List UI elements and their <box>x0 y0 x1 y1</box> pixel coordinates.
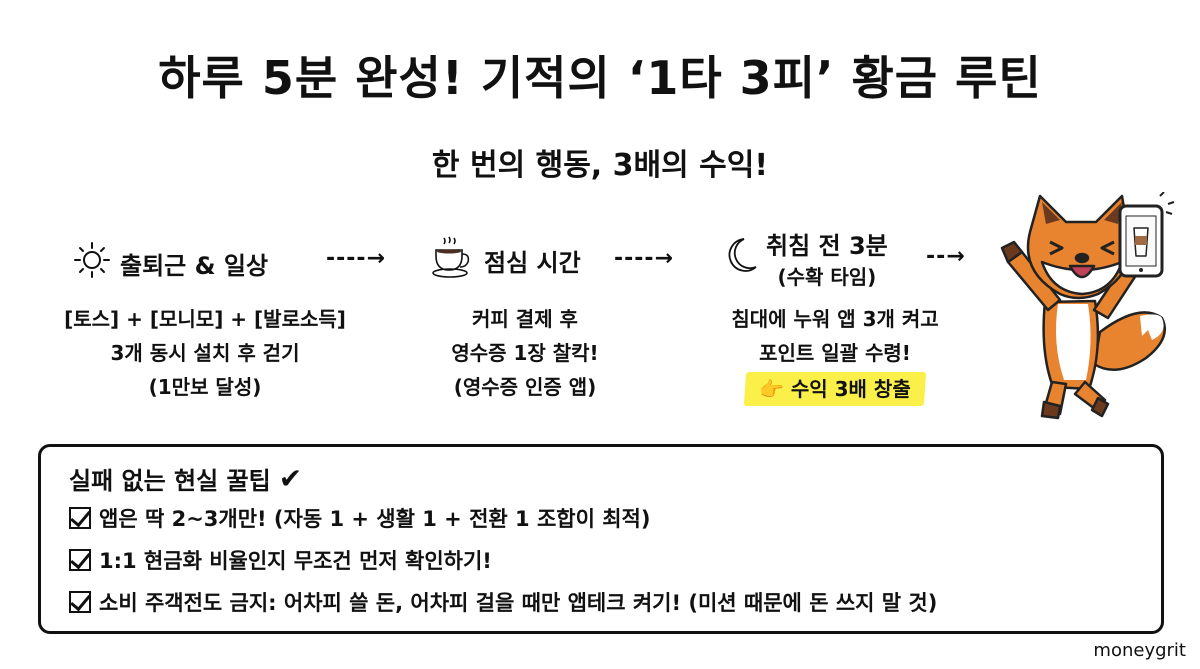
page-title: 하루 5분 완성! 기적의 ‘1타 3피’ 황금 루틴 <box>158 51 1042 105</box>
tips-title: 실패 없는 현실 꿀팁 <box>69 466 271 495</box>
step-line: 포인트 일괄 수령! <box>759 341 911 365</box>
step-commute-body: [토스] + [모니모] + [발로소득] 3개 동시 설치 후 걷기 (1만보… <box>30 302 380 404</box>
step-line: 커피 결제 후 <box>472 307 578 331</box>
coffee-cup-icon <box>430 234 476 286</box>
step-bedtime-body: 침대에 누워 앱 3개 켜고 포인트 일괄 수령! 👉 수익 3배 창출 <box>690 302 980 406</box>
pointing-hand-icon: 👉 <box>759 377 785 401</box>
step-subtitle: (수확 타임) <box>777 265 877 289</box>
tip-item: 앱은 딱 2~3개만! (자동 1 + 생활 1 + 전환 1 조합이 최적) <box>69 497 1161 539</box>
step-lunch-header: 점심 시간 <box>430 234 581 286</box>
highlight-badge: 👉 수익 3배 창출 <box>743 372 927 406</box>
step-title: 출퇴근 & 일상 <box>120 251 269 280</box>
checked-box-icon <box>69 549 91 571</box>
step-line: 침대에 누워 앱 3개 켜고 <box>731 307 939 331</box>
step-line: 3개 동시 설치 후 걷기 <box>110 341 300 365</box>
page-subtitle: 한 번의 행동, 3배의 수익! <box>431 148 769 183</box>
tips-panel: 실패 없는 현실 꿀팁 ✔ 앱은 딱 2~3개만! (자동 1 + 생활 1 +… <box>38 444 1164 634</box>
step-bedtime-header: 취침 전 3분 (수확 타임) <box>722 226 888 290</box>
checkmark-icon: ✔ <box>278 461 303 495</box>
checked-box-icon <box>69 507 91 529</box>
fox-mascot-illustration <box>990 191 1190 432</box>
step-line: (영수증 인증 앱) <box>453 375 597 399</box>
step-line: (1만보 달성) <box>148 375 262 399</box>
step-line: 영수증 1장 찰칵! <box>451 341 599 365</box>
watermark: moneygrit <box>1093 640 1186 661</box>
flow-arrow: ----→ <box>614 246 674 271</box>
highlight-text: 수익 3배 창출 <box>791 377 911 401</box>
tip-text: 앱은 딱 2~3개만! (자동 1 + 생활 1 + 전환 1 조합이 최적) <box>99 507 651 531</box>
moon-icon <box>722 235 758 281</box>
tip-text: 소비 주객전도 금지: 어차피 쓸 돈, 어차피 걸을 때만 앱테크 켜기! (… <box>99 591 938 615</box>
checked-box-icon <box>69 591 91 613</box>
step-lunch-body: 커피 결제 후 영수증 1장 찰칵! (영수증 인증 앱) <box>400 302 650 404</box>
step-title: 점심 시간 <box>484 248 581 277</box>
step-line: [토스] + [모니모] + [발로소득] <box>64 307 346 331</box>
flow-arrow: ----→ <box>326 246 386 271</box>
step-commute-header: 출퇴근 & 일상 <box>72 240 268 286</box>
tip-item: 소비 주객전도 금지: 어차피 쓸 돈, 어차피 걸을 때만 앱테크 켜기! (… <box>69 581 1161 623</box>
step-title: 취침 전 3분 <box>766 232 888 260</box>
tip-item: 1:1 현금화 비율인지 무조건 먼저 확인하기! <box>69 539 1161 581</box>
tip-text: 1:1 현금화 비율인지 무조건 먼저 확인하기! <box>99 549 492 573</box>
sun-icon <box>72 240 112 286</box>
tips-header: 실패 없는 현실 꿀팁 ✔ <box>69 459 1161 497</box>
flow-arrow: --→ <box>926 244 966 269</box>
